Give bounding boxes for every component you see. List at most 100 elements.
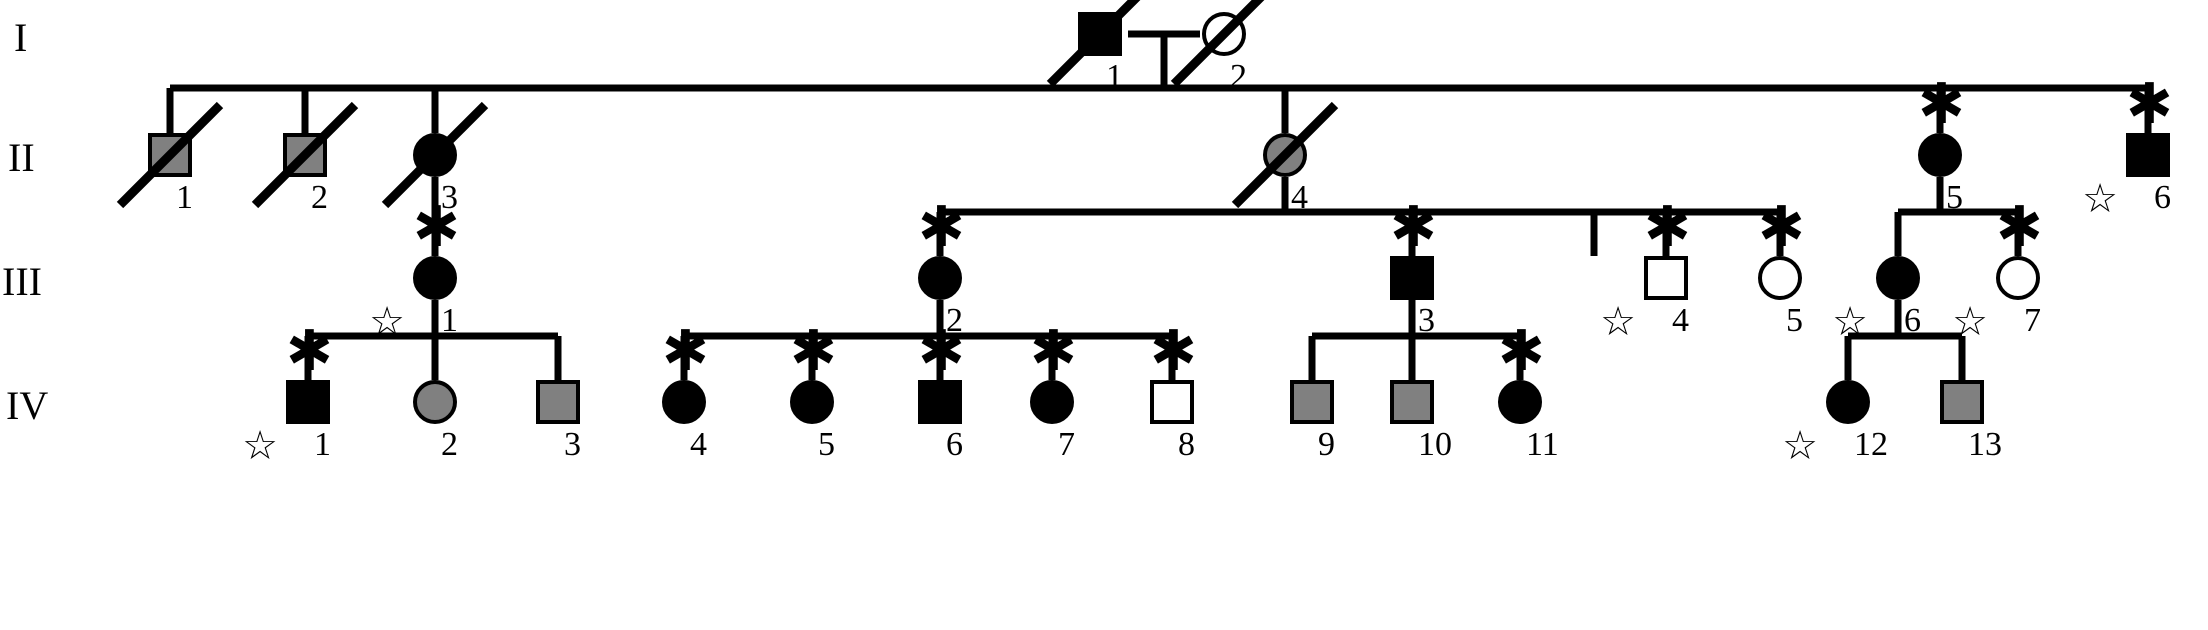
- individual-IV-1[interactable]: ✱☆1: [242, 319, 370, 486]
- individual-III-1[interactable]: ✱☆1: [369, 200, 497, 362]
- male-symbol-IV-10[interactable]: [1390, 380, 1434, 424]
- individual-id-label: 1: [1106, 58, 1123, 95]
- individual-IV-7[interactable]: ✱7: [990, 319, 1114, 486]
- asterisk-icon: ✱: [1030, 319, 1077, 384]
- individual-IV-10[interactable]: 10: [1350, 332, 1474, 486]
- asterisk-icon: ✱: [1644, 195, 1691, 260]
- female-symbol-IV-7[interactable]: [1030, 380, 1074, 424]
- female-symbol-IV-11[interactable]: [1498, 380, 1542, 424]
- female-symbol-III-7[interactable]: [1996, 256, 2040, 300]
- individual-id-label: 7: [2024, 302, 2041, 339]
- individual-II-5[interactable]: ✱5: [1878, 72, 2002, 239]
- deceased-slash-icon: [251, 101, 359, 209]
- individual-IV-12[interactable]: ☆ 12: [1782, 332, 1910, 486]
- deceased-slash-icon: [1046, 0, 1141, 88]
- individual-III-4[interactable]: ✱☆ 4: [1600, 195, 1728, 362]
- female-symbol-III-6[interactable]: [1876, 256, 1920, 300]
- female-symbol-IV-4[interactable]: [662, 380, 706, 424]
- individual-id-label: 13: [1968, 426, 2002, 463]
- individual-id-label: 4: [690, 426, 707, 463]
- generation-label-I: I: [14, 15, 28, 60]
- female-symbol-IV-2[interactable]: [413, 380, 457, 424]
- open-star-icon: ☆: [1952, 299, 1988, 345]
- individual-id-label: 2: [311, 179, 328, 216]
- individual-id-label: 12: [1854, 426, 1888, 463]
- asterisk-icon: ✱: [286, 319, 333, 384]
- asterisk-icon: ✱: [790, 319, 837, 384]
- individual-I-1[interactable]: 1: [1038, 0, 1162, 118]
- individual-id-label: 5: [818, 426, 835, 463]
- male-symbol-IV-13[interactable]: [1940, 380, 1984, 424]
- individual-II-2[interactable]: 2: [243, 85, 367, 239]
- individual-IV-9[interactable]: 9: [1250, 332, 1374, 486]
- female-symbol-III-2[interactable]: [918, 256, 962, 300]
- individual-id-label: 9: [1318, 426, 1335, 463]
- open-star-icon: ☆: [1832, 299, 1868, 345]
- asterisk-icon: ✱: [1390, 195, 1437, 260]
- open-star-icon: ☆: [1600, 299, 1636, 345]
- individual-II-3[interactable]: 3: [373, 85, 497, 239]
- individual-I-2[interactable]: 2: [1162, 0, 1286, 118]
- individual-III-2[interactable]: ✱2: [878, 195, 1002, 362]
- individual-id-label: 6: [1904, 302, 1921, 339]
- individual-id-label: 6: [2154, 179, 2171, 216]
- asterisk-icon: ✱: [918, 195, 965, 260]
- individual-III-3[interactable]: ✱3: [1350, 195, 1474, 362]
- individual-id-label: 4: [1672, 302, 1689, 339]
- individual-III-5[interactable]: ✱5: [1718, 195, 1842, 362]
- individual-II-1[interactable]: 1: [108, 85, 232, 239]
- individual-IV-11[interactable]: ✱ 11: [1458, 319, 1582, 486]
- individual-id-label: 5: [1786, 302, 1803, 339]
- female-symbol-IV-5[interactable]: [790, 380, 834, 424]
- generation-label-IV: IV: [6, 383, 49, 428]
- deceased-slash-icon: [116, 101, 224, 209]
- individual-id-label: 2: [441, 426, 458, 463]
- female-symbol-II-5[interactable]: [1918, 133, 1962, 177]
- individual-IV-4[interactable]: ✱4: [622, 319, 746, 486]
- individual-III-6[interactable]: ☆6: [1832, 208, 1960, 362]
- asterisk-icon: ✱: [1918, 72, 1965, 137]
- male-symbol-IV-9[interactable]: [1290, 380, 1334, 424]
- male-symbol-III-3[interactable]: [1390, 256, 1434, 300]
- male-symbol-IV-6[interactable]: [918, 380, 962, 424]
- asterisk-icon: ✱: [662, 319, 709, 384]
- open-star-icon: ☆: [369, 299, 405, 345]
- individual-id-label: 5: [1946, 179, 1963, 216]
- individual-id-label: 6: [946, 426, 963, 463]
- male-symbol-III-4[interactable]: [1644, 256, 1688, 300]
- deceased-slash-icon: [381, 101, 489, 209]
- individual-IV-8[interactable]: ✱8: [1110, 324, 1234, 486]
- individual-id-label: 1: [441, 302, 458, 339]
- open-star-icon: ☆: [242, 423, 278, 469]
- individual-IV-13[interactable]: 13: [1900, 332, 2024, 486]
- female-symbol-III-1[interactable]: [413, 256, 457, 300]
- generation-label-II: II: [8, 135, 35, 180]
- individual-id-label: 3: [441, 179, 458, 216]
- asterisk-icon: ✱: [1498, 319, 1545, 384]
- individual-IV-3[interactable]: 3: [496, 332, 620, 486]
- male-symbol-II-6[interactable]: [2126, 133, 2170, 177]
- individual-id-label: 11: [1526, 426, 1559, 463]
- asterisk-icon: ✱: [1996, 195, 2043, 260]
- individual-II-4[interactable]: 4: [1223, 85, 1347, 239]
- individual-id-label: 3: [564, 426, 581, 463]
- asterisk-icon: ✱: [918, 319, 965, 384]
- male-symbol-IV-8[interactable]: [1150, 380, 1194, 424]
- individual-id-label: 10: [1418, 426, 1452, 463]
- female-symbol-III-5[interactable]: [1758, 256, 1802, 300]
- individual-id-label: 3: [1418, 302, 1435, 339]
- deceased-slash-icon: [1170, 0, 1265, 88]
- male-symbol-IV-1[interactable]: [286, 380, 330, 424]
- female-symbol-IV-12[interactable]: [1826, 380, 1870, 424]
- individual-II-6[interactable]: ✱☆6: [2082, 77, 2208, 239]
- asterisk-icon: ✱: [1758, 195, 1805, 260]
- male-symbol-IV-3[interactable]: [536, 380, 580, 424]
- individual-id-label: 2: [1230, 58, 1247, 95]
- open-star-icon: ☆: [1782, 423, 1818, 469]
- individual-IV-5[interactable]: ✱5: [750, 319, 874, 486]
- individual-III-7[interactable]: ✱☆ 7: [1952, 195, 2080, 362]
- individual-IV-2[interactable]: 2: [373, 332, 497, 486]
- deceased-slash-icon: [1231, 101, 1339, 209]
- individual-IV-6[interactable]: ✱6: [878, 319, 1002, 486]
